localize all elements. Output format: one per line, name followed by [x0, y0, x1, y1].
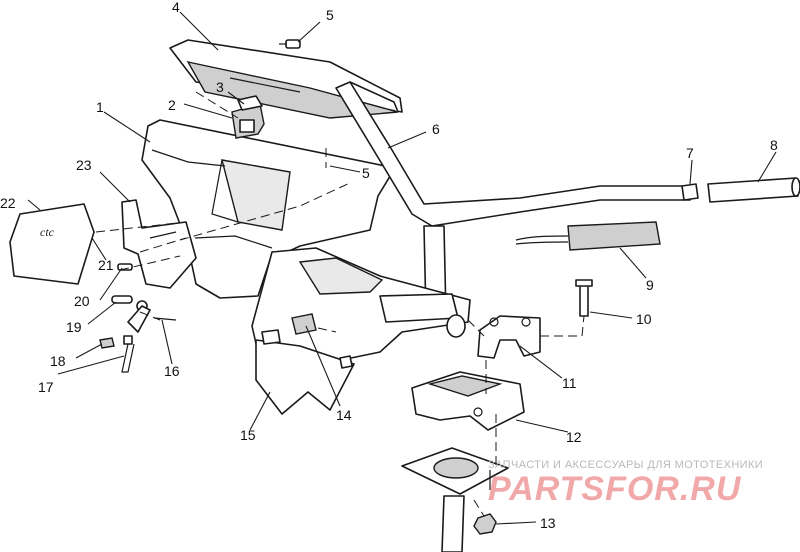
dash-panel	[251, 247, 471, 381]
part-12-lower-clamp	[411, 371, 525, 431]
callout-10: 10	[636, 311, 652, 327]
callout-22: 22	[0, 195, 16, 211]
part-4-upper-cover	[169, 39, 403, 119]
part-23-bracket	[121, 199, 197, 289]
callout-12: 12	[566, 429, 582, 445]
callout-20: 20	[74, 293, 90, 309]
watermark-logo: PARTSFOR.RU	[488, 470, 742, 508]
watermark: ЗАПЧАСТИ И АКСЕССУАРЫ ДЛЯ МОТОТЕХНИКИ PA…	[488, 459, 763, 508]
callout-1: 1	[96, 99, 104, 115]
part-5-bolt-top	[279, 39, 301, 49]
part-2-3-switch	[231, 95, 265, 139]
callout-11: 11	[562, 375, 577, 391]
part-22-pad: ctc	[9, 203, 95, 285]
part-15-lower-panel	[255, 339, 355, 415]
callout-numbers: 1 2 3 4 5 5 6 7 8 9 10 11 12 13 14 15 16…	[0, 0, 778, 531]
part-9-heated-grip	[515, 221, 661, 251]
callout-18: 18	[50, 353, 66, 369]
callout-19: 19	[66, 319, 82, 335]
part-8-right-grip	[707, 177, 800, 203]
pad-text: ctc	[40, 225, 55, 239]
leader-lines	[27, 11, 777, 525]
watermark-tagline: ЗАПЧАСТИ И АКСЕССУАРЫ ДЛЯ МОТОТЕХНИКИ	[488, 459, 763, 471]
callout-7: 7	[686, 145, 694, 161]
callout-14: 14	[336, 407, 352, 423]
callout-17: 17	[38, 379, 54, 395]
callout-15: 15	[240, 427, 256, 443]
callout-3: 3	[216, 79, 224, 95]
callout-4: 4	[172, 0, 180, 15]
part-7-end-cap	[681, 183, 699, 201]
part-10-bolt	[575, 279, 593, 317]
parts-16-20-hardware	[99, 263, 177, 373]
callout-2: 2	[168, 97, 176, 113]
callout-5-mid: 5	[362, 165, 370, 181]
part-14-bushing	[261, 313, 353, 369]
callout-8: 8	[770, 137, 778, 153]
steering-post	[401, 447, 509, 552]
callout-9: 9	[646, 277, 654, 293]
callout-23: 23	[76, 157, 92, 173]
callout-5-top: 5	[326, 7, 334, 23]
callout-13: 13	[540, 515, 556, 531]
part-1-headlight-shroud	[141, 119, 396, 299]
part-13-nut	[473, 513, 497, 535]
callout-6: 6	[432, 121, 440, 137]
callout-21: 21	[98, 257, 114, 273]
assembly-lines	[95, 91, 585, 517]
part-11-upper-clamp	[477, 315, 541, 359]
callout-16: 16	[164, 363, 180, 379]
